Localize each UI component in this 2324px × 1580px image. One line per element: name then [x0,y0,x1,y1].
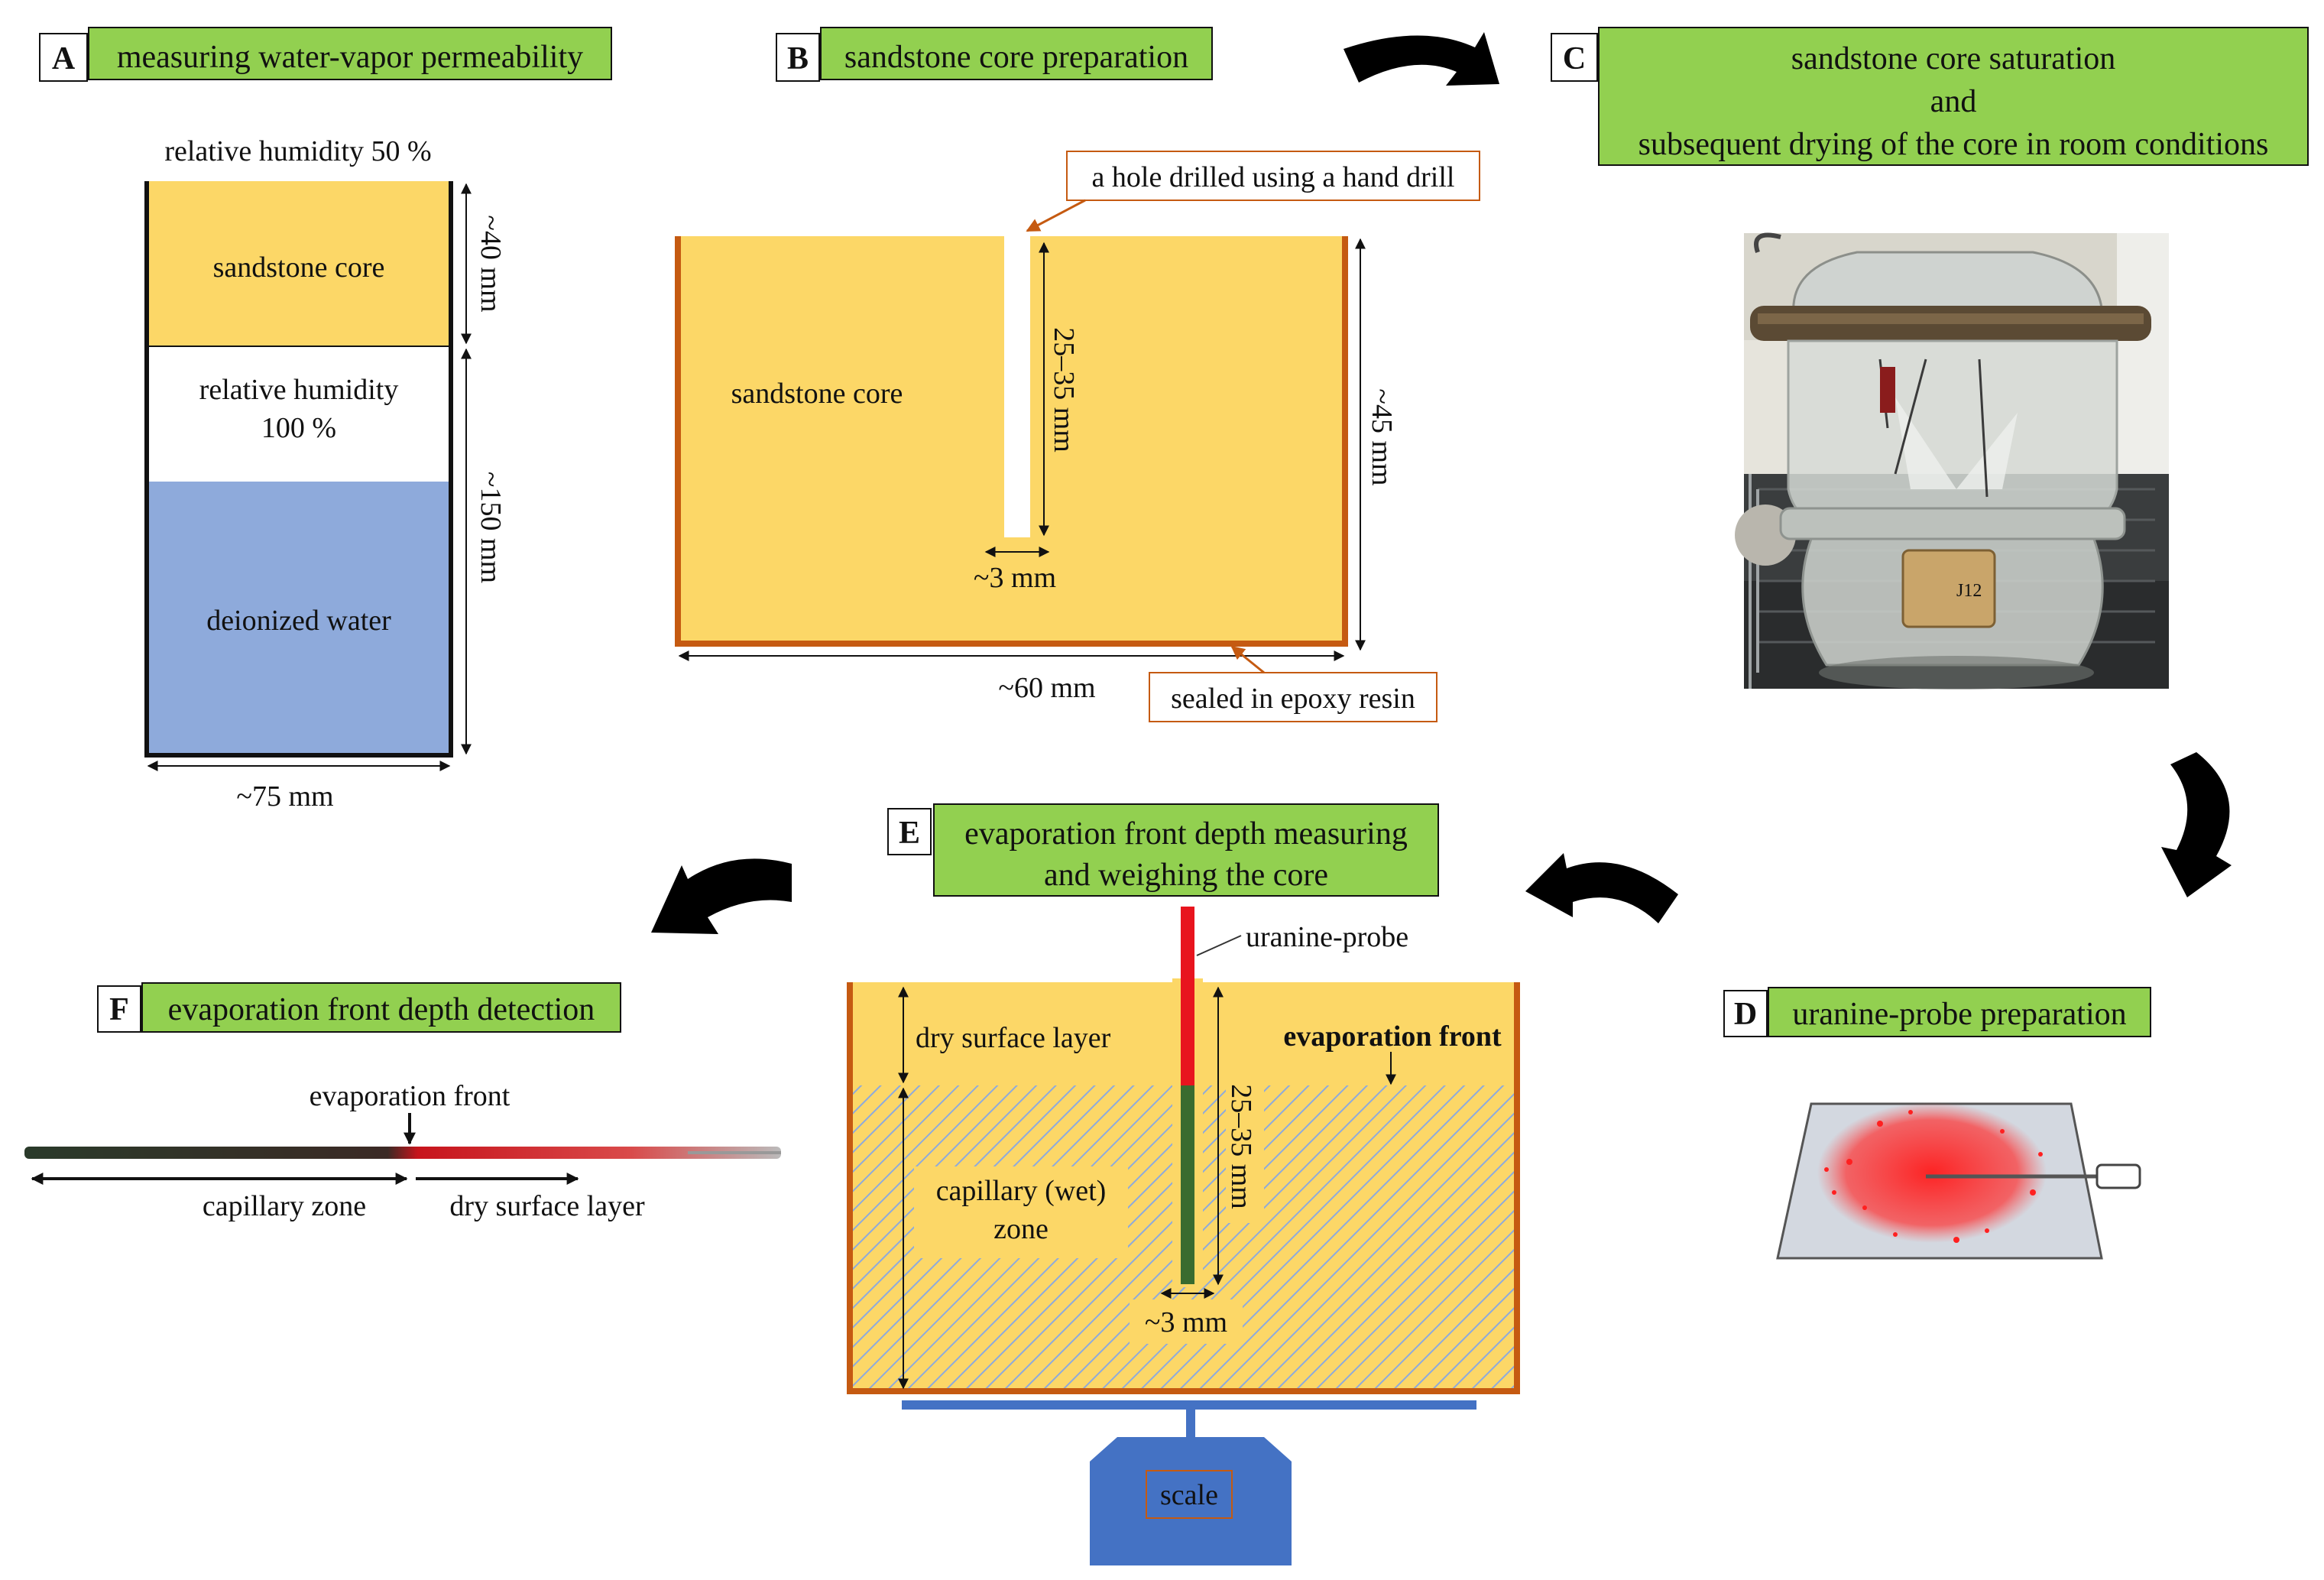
a-rh-inner-2: 100 % [261,412,336,444]
e-wet-label-2: zone [993,1213,1049,1245]
panel-a-letter: A [52,41,76,76]
panel-b-letter: B [787,41,809,76]
b-dim-hole-width: ~3 mm [974,562,1056,594]
e-dim-depth: 25–35 mm [1225,1084,1257,1209]
f-dry-label: dry surface layer [449,1190,645,1222]
arrow-c-to-d [2161,752,2232,897]
d-uranine-powder [1817,1102,2047,1243]
panel-a: A measuring water-vapor permeability rel… [39,27,612,813]
e-epoxy-outline [847,982,1520,1394]
panel-e: E evaporation front depth measuring and … [847,803,1520,1565]
e-dry-label: dry surface layer [916,1022,1111,1054]
a-air-block [147,346,451,482]
e-front-label: evaporation front [1283,1020,1502,1053]
sandstone-sample [1901,549,1996,628]
b-drill-hole [1004,233,1030,537]
panel-c: C sandstone core saturation and subseque… [1551,27,2309,689]
panel-c-letter: C [1563,41,1586,76]
e-wet-label-1: capillary (wet) [936,1175,1107,1207]
scale-platform [902,1400,1476,1410]
a-dim-core: ~40 mm [475,215,507,312]
e-dim-width: ~3 mm [1145,1306,1227,1338]
panel-b-title: sandstone core preparation [844,40,1188,75]
panel-f-title-box [141,982,621,1033]
b-epoxy-outline [675,236,1348,647]
panel-a-letter-box [39,33,88,82]
arrow-d-to-e [1525,853,1678,923]
panel-c-title-1: sandstone core saturation [1791,41,2116,76]
b-epoxy-callout: sealed in epoxy resin [1171,683,1415,715]
panel-c-letter-box [1551,33,1598,82]
panel-e-title-2: and weighing the core [1044,858,1328,893]
panel-b: B sandstone core preparation sandstone c… [675,27,1480,722]
a-cup-outline [144,181,453,758]
d-powder-speckles [1824,1110,2043,1243]
d-probe-handle [2095,1163,2141,1189]
panel-d-letter-box [1723,990,1768,1037]
e-probe-label: uranine-probe [1246,921,1408,953]
e-probe-red [1181,907,1194,1085]
scale-body [1090,1437,1292,1565]
e-dim-depth-bg [1226,1070,1264,1223]
f-front-label: evaporation front [310,1080,511,1112]
panel-f-letter-box [97,985,141,1033]
b-dim-height: ~45 mm [1366,388,1398,485]
a-water-label: deionized water [206,605,391,637]
sample-tag: J12 [1956,581,1982,601]
panel-d-title: uranine-probe preparation [1792,997,2126,1032]
a-core-label: sandstone core [213,251,385,284]
panel-f-title: evaporation front depth detection [168,992,595,1027]
panel-a-title: measuring water-vapor permeability [117,40,583,75]
e-dim-width-bg [1130,1299,1243,1344]
f-capillary-label: capillary zone [203,1190,366,1222]
b-core-label: sandstone core [731,378,903,410]
desiccator-photo: J12 [1735,232,2169,689]
scale-label-box [1146,1470,1233,1519]
panel-c-title-2: and [1930,84,1977,119]
e-probe-green [1181,1085,1194,1284]
panel-e-letter-box [887,808,932,855]
b-dim-width: ~60 mm [998,672,1095,704]
panel-e-letter: E [899,816,920,851]
scale-label: scale [1160,1479,1218,1511]
b-hole-callout-pointer [1026,199,1086,232]
f-probe-strip [24,1147,781,1159]
b-epoxy-callout-pointer [1230,645,1265,674]
panel-e-title-box [933,803,1439,897]
a-dim-width: ~75 mm [236,780,333,813]
a-dim-cup: ~150 mm [475,472,507,583]
panel-c-title-3: subsequent drying of the core in room co… [1638,127,2269,162]
arrow-b-to-c [1344,32,1499,86]
panel-e-title-1: evaporation front depth measuring [964,816,1408,852]
b-dim-depth: 25–35 mm [1048,327,1080,453]
e-wet-label-bg [914,1166,1128,1258]
a-water-block [147,482,451,755]
panel-b-title-box [820,27,1213,80]
e-probe-pointer [1196,935,1242,956]
b-hole-callout: a hole drilled using a hand drill [1092,161,1455,193]
panel-a-title-box [88,27,612,80]
b-hole-callout-box [1066,151,1480,201]
scale-stem [1186,1410,1195,1437]
panel-c-title-box [1598,27,2309,166]
b-epoxy-callout-box [1149,672,1438,722]
panel-b-letter-box [776,33,820,82]
panel-f-letter: F [109,992,129,1027]
a-core-block [147,181,451,346]
panel-f: F evaporation front depth detection evap… [24,982,781,1222]
arrow-e-to-f [651,858,792,934]
rh-top-label: relative humidity 50 % [164,135,431,167]
a-rh-inner-1: relative humidity [199,374,399,406]
flow-arrows [651,32,2232,934]
panel-d-title-box [1768,987,2151,1037]
panel-d-letter: D [1734,997,1757,1032]
panel-d: D uranine-probe preparation [1723,987,2151,1260]
